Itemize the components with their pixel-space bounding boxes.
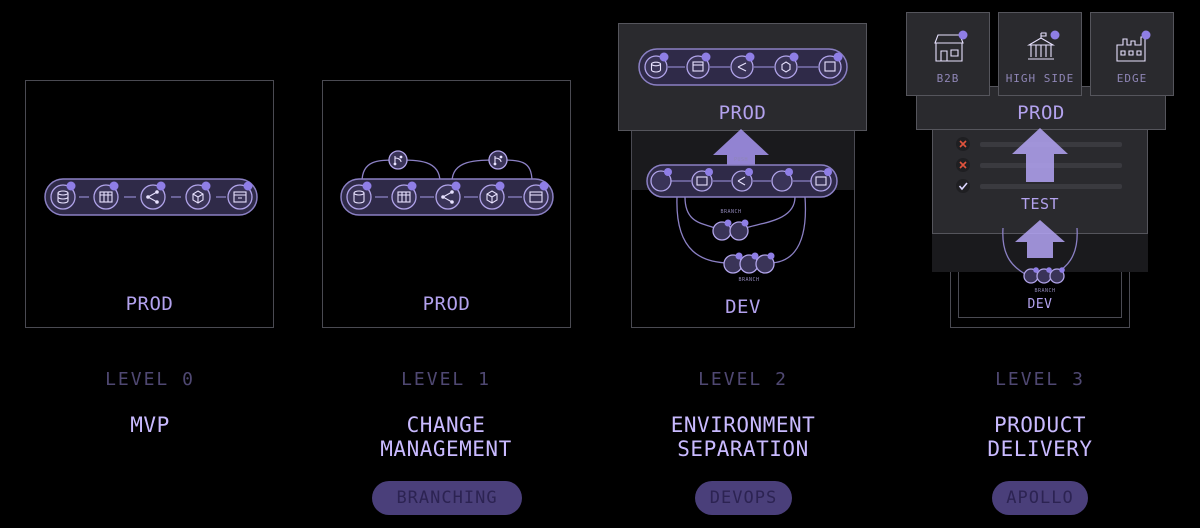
check-icon — [956, 179, 970, 193]
level-3-prod-label: PROD — [1017, 102, 1065, 124]
cube-icon — [479, 184, 505, 210]
table-icon — [93, 184, 119, 210]
level-3-title-line-1: PRODUCT — [993, 413, 1086, 437]
level-3-label: LEVEL 3 — [995, 369, 1085, 390]
level-0-label: LEVEL 0 — [105, 369, 195, 390]
level-0-pipeline — [44, 178, 258, 216]
level-1-title-line-1: CHANGE — [406, 413, 486, 437]
branch-label: BRANCH — [1034, 288, 1055, 294]
level-3-dev-diagram: BRANCH — [1002, 220, 1078, 294]
branch-label-a: BRANCH — [720, 209, 741, 215]
level-2-title: ENVIRONMENT SEPARATION — [613, 413, 873, 461]
database-icon — [346, 184, 372, 210]
store-icon — [934, 30, 968, 62]
tile-b2b[interactable]: B2B — [906, 12, 990, 96]
level-3-dev-label: DEV — [1027, 297, 1053, 312]
tile-edge-label: EDGE — [1116, 72, 1148, 85]
push-label: PUSH — [734, 157, 748, 163]
level-1-prod-label: PROD — [422, 293, 471, 315]
level-1-prod-box — [322, 80, 571, 328]
share-icon — [140, 184, 166, 210]
devops-pill[interactable]: DEVOPS — [695, 481, 792, 515]
table-icon — [391, 184, 417, 210]
level-0-prod-box — [25, 80, 274, 328]
level-0-title: MVP — [20, 413, 280, 437]
level-1-title-line-2: MANAGEMENT — [380, 437, 512, 461]
share-icon — [435, 184, 461, 210]
level-2-title-line-2: SEPARATION — [677, 437, 809, 461]
git-branch-icon — [388, 150, 408, 170]
level-3-upward-arrow — [1012, 128, 1068, 182]
level-3-test-label: TEST — [1020, 195, 1060, 213]
tile-edge[interactable]: EDGE — [1090, 12, 1174, 96]
level-1-pipeline — [340, 150, 554, 216]
level-2-dev-diagram: PUSH BRANCH BRANCH — [646, 129, 838, 283]
level-3-title: PRODUCT DELIVERY — [910, 413, 1170, 461]
x-icon — [956, 137, 970, 151]
level-2-dev-label: DEV — [725, 296, 761, 318]
level-0-title-line-1: MVP — [130, 413, 170, 437]
level-2-prod-label: PROD — [718, 102, 767, 124]
apollo-pill[interactable]: APOLLO — [992, 481, 1088, 515]
git-branch-icon — [488, 150, 508, 170]
level-2-title-line-1: ENVIRONMENT — [670, 413, 816, 437]
tile-b2b-label: B2B — [936, 72, 960, 85]
factory-icon — [1116, 30, 1151, 62]
level-2-prod-pipeline — [638, 48, 848, 86]
database-icon — [50, 184, 76, 210]
branch-label-b: BRANCH — [738, 277, 759, 283]
app-window-icon — [523, 184, 549, 210]
push-arrow-icon — [713, 129, 769, 175]
tile-high-side-label: HIGH SIDE — [1005, 72, 1075, 85]
level-1-label: LEVEL 1 — [401, 369, 491, 390]
branching-pill[interactable]: BRANCHING — [372, 481, 522, 515]
level-2-label: LEVEL 2 — [698, 369, 788, 390]
x-icon — [956, 158, 970, 172]
cube-icon — [185, 184, 211, 210]
level-0-prod-label: PROD — [125, 293, 174, 315]
tile-high-side[interactable]: HIGH SIDE — [998, 12, 1082, 96]
level-3-title-line-2: DELIVERY — [987, 437, 1093, 461]
check-badge-icon — [66, 181, 253, 191]
app-window-icon — [227, 184, 253, 210]
level-1-title: CHANGE MANAGEMENT — [316, 413, 576, 461]
check-badge-icon — [362, 181, 549, 191]
government-building-icon — [1026, 30, 1060, 60]
